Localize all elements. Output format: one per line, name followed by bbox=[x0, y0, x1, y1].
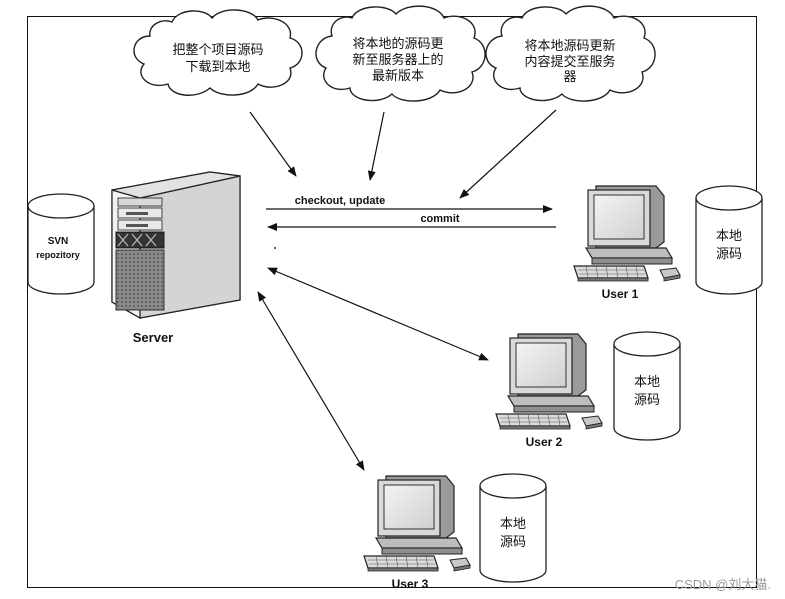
cloud-update-line-2: 新至服务器上的 bbox=[352, 52, 443, 68]
user1-cylinder-line-1: 本地 bbox=[716, 229, 742, 244]
stray-dot bbox=[274, 247, 276, 249]
repository-label-line-1: SVN bbox=[48, 236, 69, 247]
cloud-update: 将本地的源码更 新至服务器上的 最新版本 bbox=[315, 5, 486, 102]
user2-local-source-cylinder: 本地 源码 bbox=[613, 331, 681, 441]
watermark: CSDN @刘大猫. bbox=[674, 577, 771, 592]
svn-repository-cylinder: SVN repozitory bbox=[27, 193, 95, 295]
user1-local-source-cylinder: 本地 源码 bbox=[695, 185, 763, 295]
cloud-commit: 将本地源码更新 内容提交至服务 器 bbox=[485, 5, 656, 102]
user2-computer-icon bbox=[495, 333, 603, 430]
repository-label-line-2: repozitory bbox=[36, 250, 80, 260]
user3-local-source-cylinder: 本地 源码 bbox=[479, 473, 547, 583]
cloud-checkout-pointer bbox=[249, 111, 297, 177]
cloud-commit-pointer bbox=[459, 109, 557, 199]
server-label: Server bbox=[133, 330, 173, 345]
user2-label: User 2 bbox=[526, 435, 563, 449]
checkout-update-label: checkout, update bbox=[295, 195, 385, 207]
user3-cylinder-line-2: 源码 bbox=[500, 535, 526, 550]
user1-label: User 1 bbox=[602, 287, 639, 301]
cloud-commit-line-3: 器 bbox=[563, 70, 576, 85]
cloud-commit-line-1: 将本地源码更新 bbox=[524, 38, 615, 54]
cloud-commit-line-2: 内容提交至服务 bbox=[524, 54, 615, 70]
cloud-checkout-line-2: 下载到本地 bbox=[185, 60, 250, 75]
commit-label: commit bbox=[420, 213, 459, 225]
server-tower-icon bbox=[111, 171, 241, 320]
server-user2-arrow bbox=[267, 267, 489, 361]
cloud-checkout: 把整个项目源码 下载到本地 bbox=[133, 9, 303, 96]
user3-label: User 3 bbox=[392, 577, 429, 591]
user2-cylinder-line-1: 本地 bbox=[634, 375, 660, 390]
user1-computer-icon bbox=[573, 185, 681, 282]
user1-cylinder-line-2: 源码 bbox=[716, 247, 742, 262]
user3-cylinder-line-1: 本地 bbox=[500, 517, 526, 532]
server-user3-arrow bbox=[257, 291, 365, 471]
user3-computer-icon bbox=[363, 475, 471, 572]
cloud-update-pointer bbox=[367, 111, 385, 181]
cloud-checkout-line-1: 把整个项目源码 bbox=[172, 43, 263, 58]
cloud-update-line-3: 最新版本 bbox=[372, 68, 424, 84]
cloud-update-line-1: 将本地的源码更 bbox=[352, 36, 443, 52]
user2-cylinder-line-2: 源码 bbox=[634, 393, 660, 408]
